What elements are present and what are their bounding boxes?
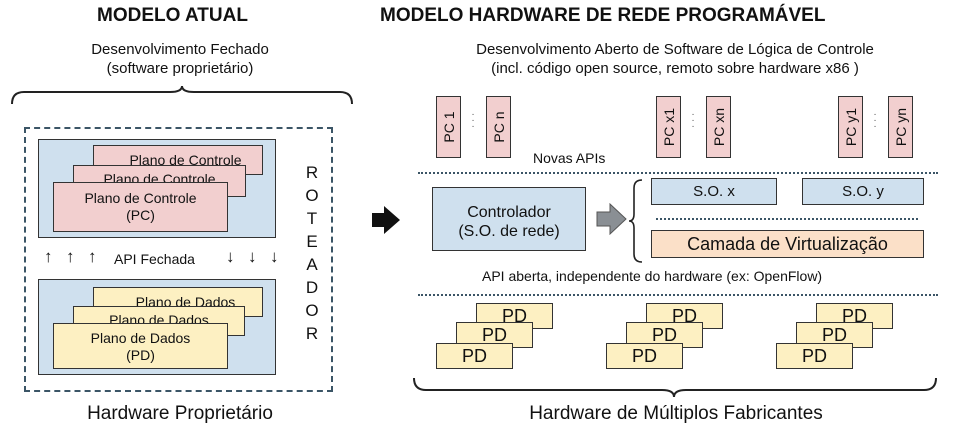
api-closed-label: API Fechada — [114, 251, 195, 267]
curly-brace-icon — [413, 377, 937, 398]
os-x-label: S.O. x — [693, 183, 735, 200]
pc-label: PC y1 — [842, 107, 859, 147]
dotted-separator — [418, 172, 938, 174]
os-y-label: S.O. y — [842, 183, 884, 200]
bracket-icon — [628, 179, 643, 263]
pd-card: PD — [776, 343, 853, 369]
data-plane-card-front: Plano de Dados (PD) — [53, 323, 228, 369]
ellipsis-dots: ··· — [471, 109, 475, 132]
left-subtitle-line1: Desenvolvimento Fechado — [91, 41, 269, 58]
pc-label: PC yn — [892, 107, 909, 147]
pc-box: PC 1 — [436, 96, 461, 158]
control-plane-front-abbrev: (PC) — [126, 207, 155, 223]
api-closed-row: ↑ ↑ ↑ API Fechada ↓ ↓ ↓ — [44, 247, 294, 271]
router-letter: D — [305, 278, 319, 297]
dotted-separator — [418, 294, 938, 296]
control-plane-front-label: Plano de Controle — [84, 190, 197, 206]
open-api-label: API aberta, independente do hardware (ex… — [482, 268, 823, 284]
ellipsis-dots: ··· — [873, 109, 877, 132]
new-apis-label: Novas APIs — [533, 150, 606, 166]
controller-label: Controlador — [467, 204, 551, 221]
pc-label: PC n — [490, 111, 507, 143]
control-plane-back-label: Plano de Controle — [129, 152, 242, 168]
router-boundary — [24, 127, 333, 392]
virtualization-label: Camada de Virtualização — [687, 234, 888, 254]
arrow-up-icon: ↑ — [44, 247, 53, 266]
pc-label: PC 1 — [440, 111, 457, 143]
dotted-separator — [656, 218, 918, 220]
pd-card: PD — [606, 343, 683, 369]
right-subtitle-line1: Desenvolvimento Aberto de Software de Ló… — [476, 41, 874, 58]
arrow-up-icon: ↑ — [66, 247, 75, 266]
arrow-down-icon: ↓ — [270, 247, 279, 266]
router-letter: O — [305, 301, 319, 320]
right-title: MODELO HARDWARE DE REDE PROGRAMÁVEL — [380, 5, 826, 26]
virtualization-layer: Camada de Virtualização — [651, 230, 924, 258]
pd-card: PD — [436, 343, 513, 369]
controller-sublabel: (S.O. de rede) — [458, 223, 560, 240]
left-footer: Hardware Proprietário — [87, 403, 273, 424]
pc-label: PC x1 — [660, 107, 677, 147]
arrow-down-icon: ↓ — [248, 247, 257, 266]
curly-brace-icon — [11, 86, 353, 105]
ellipsis-dots: ··· — [691, 109, 695, 132]
router-letter: R — [305, 324, 319, 343]
left-title: MODELO ATUAL — [97, 5, 248, 26]
os-x-box: S.O. x — [651, 178, 777, 205]
right-footer: Hardware de Múltiplos Fabricantes — [529, 403, 823, 424]
data-plane-front-abbrev: (PD) — [126, 347, 155, 363]
pc-box: PC x1 — [656, 96, 681, 158]
pc-box: PC y1 — [838, 96, 863, 158]
pc-box: PC n — [486, 96, 511, 158]
router-letter: R — [305, 163, 319, 182]
left-subtitle-line2: (software proprietário) — [106, 60, 254, 77]
arrow-right-icon — [596, 203, 627, 235]
data-plane-front-label: Plano de Dados — [90, 330, 191, 346]
controller-box: Controlador (S.O. de rede) — [432, 187, 586, 251]
arrow-right-icon — [372, 206, 400, 234]
router-letter: O — [305, 186, 319, 205]
router-letter: E — [306, 232, 318, 251]
arrow-up-icon: ↑ — [88, 247, 97, 266]
pc-box: PC xn — [706, 96, 731, 158]
control-plane-card-front: Plano de Controle (PC) — [53, 182, 228, 232]
arrow-down-icon: ↓ — [226, 247, 235, 266]
right-subtitle-line2: (incl. código open source, remoto sobre … — [491, 60, 859, 77]
pc-label: PC xn — [710, 107, 727, 147]
router-letter: A — [306, 255, 318, 274]
pc-box: PC yn — [888, 96, 913, 158]
os-y-box: S.O. y — [802, 178, 924, 205]
router-letter: T — [306, 209, 318, 228]
